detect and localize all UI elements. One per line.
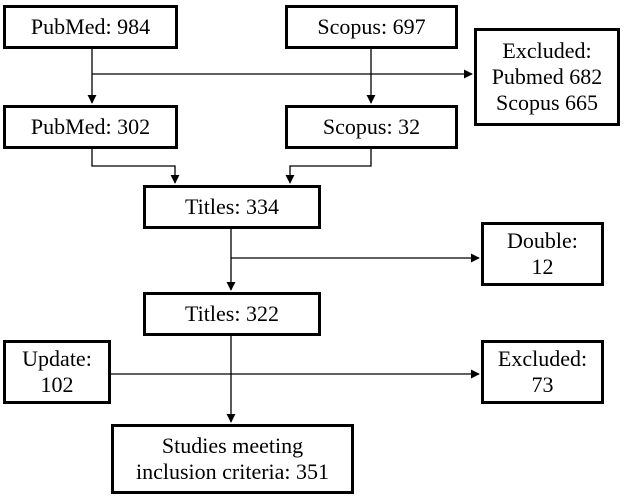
box-titles-322-label: Titles: 322 — [185, 301, 279, 327]
box-scopus-32: Scopus: 32 — [285, 105, 458, 149]
excluded-initial-pubmed: Pubmed 682 — [491, 64, 603, 90]
box-excluded-final: Excluded: 73 — [481, 340, 604, 404]
box-double: Double: 12 — [481, 222, 604, 286]
update-count: 102 — [40, 372, 74, 397]
update-heading: Update: — [22, 346, 92, 372]
box-excluded-initial: Excluded: Pubmed 682 Scopus 665 — [474, 28, 620, 126]
excluded-initial-heading: Excluded: — [502, 38, 592, 64]
box-studies-meeting-criteria: Studies meeting inclusion criteria: 351 — [111, 424, 354, 494]
box-titles-334: Titles: 334 — [143, 185, 321, 229]
arrow-scopus-32-to-titles-334 — [285, 149, 372, 184]
double-count: 12 — [531, 254, 554, 279]
box-scopus-697-label: Scopus: 697 — [317, 14, 426, 40]
box-titles-322: Titles: 322 — [143, 292, 321, 336]
excluded-final-count: 73 — [531, 372, 554, 397]
box-pubmed-302: PubMed: 302 — [3, 105, 178, 149]
arrow-pubmed-302-to-titles-334 — [91, 149, 180, 184]
box-pubmed-984-label: PubMed: 984 — [30, 14, 151, 40]
box-titles-334-label: Titles: 334 — [185, 194, 279, 220]
excluded-initial-scopus: Scopus 665 — [495, 89, 599, 115]
studies-line-1: Studies meeting — [161, 433, 304, 459]
box-update: Update: 102 — [3, 340, 111, 404]
double-heading: Double: — [507, 228, 578, 254]
studies-line-2: inclusion criteria: 351 — [135, 459, 330, 484]
excluded-final-heading: Excluded: — [497, 346, 588, 372]
box-pubmed-302-label: PubMed: 302 — [30, 114, 151, 140]
box-scopus-697: Scopus: 697 — [285, 5, 458, 49]
box-scopus-32-label: Scopus: 32 — [322, 114, 421, 140]
box-pubmed-984: PubMed: 984 — [3, 5, 178, 49]
